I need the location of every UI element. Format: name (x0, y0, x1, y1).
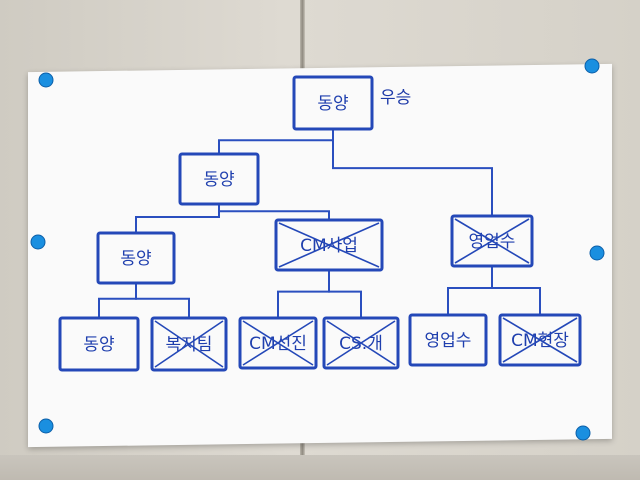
edge-l2a-l3b (135, 283, 190, 318)
push-pin-icon (38, 72, 54, 88)
node-label: 동양 (83, 335, 114, 355)
node-l3f: CM현장 (498, 313, 582, 367)
edge-root-l1 (218, 129, 334, 154)
node-box (450, 214, 534, 268)
node-l1: 동양 (178, 152, 260, 206)
node-l3d: CS.개 (322, 316, 400, 370)
node-label: CS.개 (339, 334, 383, 354)
node-box (292, 75, 374, 131)
node-label: 동양 (120, 249, 151, 269)
node-l3e: 영업수 (408, 313, 488, 367)
edge-l2b-l3c (277, 270, 330, 318)
cross-out-mark (242, 320, 314, 366)
node-label: 영업수 (425, 331, 472, 351)
edges-layer (98, 129, 541, 318)
node-label: CM선진 (249, 334, 307, 354)
node-l3a: 동양 (58, 316, 140, 372)
node-box (498, 313, 582, 367)
cross-out-mark (502, 317, 578, 363)
pins-layer (30, 58, 605, 441)
node-l2c: 영업수 (450, 214, 534, 268)
edge-l2c-l3f (491, 266, 541, 315)
edge-l2b-l3d (328, 270, 362, 318)
push-pin-icon (38, 418, 54, 434)
cross-out-mark (454, 218, 530, 264)
node-box (274, 218, 384, 272)
edge-root-l2c (332, 129, 493, 216)
annotation-text: 우승 (380, 88, 411, 108)
edge-l2a-l3a (98, 283, 137, 318)
node-l3b: 복지팀 (150, 316, 228, 372)
cross-out-mark (154, 320, 224, 368)
node-l2a: 동양 (96, 231, 176, 285)
push-pin-icon (575, 425, 591, 441)
node-l3c: CM선진 (238, 316, 318, 370)
node-label: CM사업 (300, 236, 358, 256)
cross-out-mark (326, 320, 396, 366)
cross-out-mark (278, 222, 380, 268)
node-box (96, 231, 176, 285)
node-label: 영업수 (469, 232, 516, 252)
push-pin-icon (30, 234, 46, 250)
node-label: 동양 (203, 170, 234, 190)
node-box (150, 316, 228, 372)
node-label: 복지팀 (166, 335, 213, 355)
node-root: 동양 (292, 75, 374, 131)
node-l2b: CM사업 (274, 218, 384, 272)
node-label: 동양 (317, 94, 348, 114)
push-pin-icon (589, 245, 605, 261)
node-box (408, 313, 488, 367)
edge-l1-l2a (135, 204, 220, 233)
edge-l2c-l3e (447, 266, 493, 315)
edge-l1-l2b (218, 204, 330, 220)
wall-bottom-strip (0, 455, 640, 480)
node-box (58, 316, 140, 372)
node-box (178, 152, 260, 206)
node-box (238, 316, 318, 370)
node-box (322, 316, 400, 370)
push-pin-icon (584, 58, 600, 74)
